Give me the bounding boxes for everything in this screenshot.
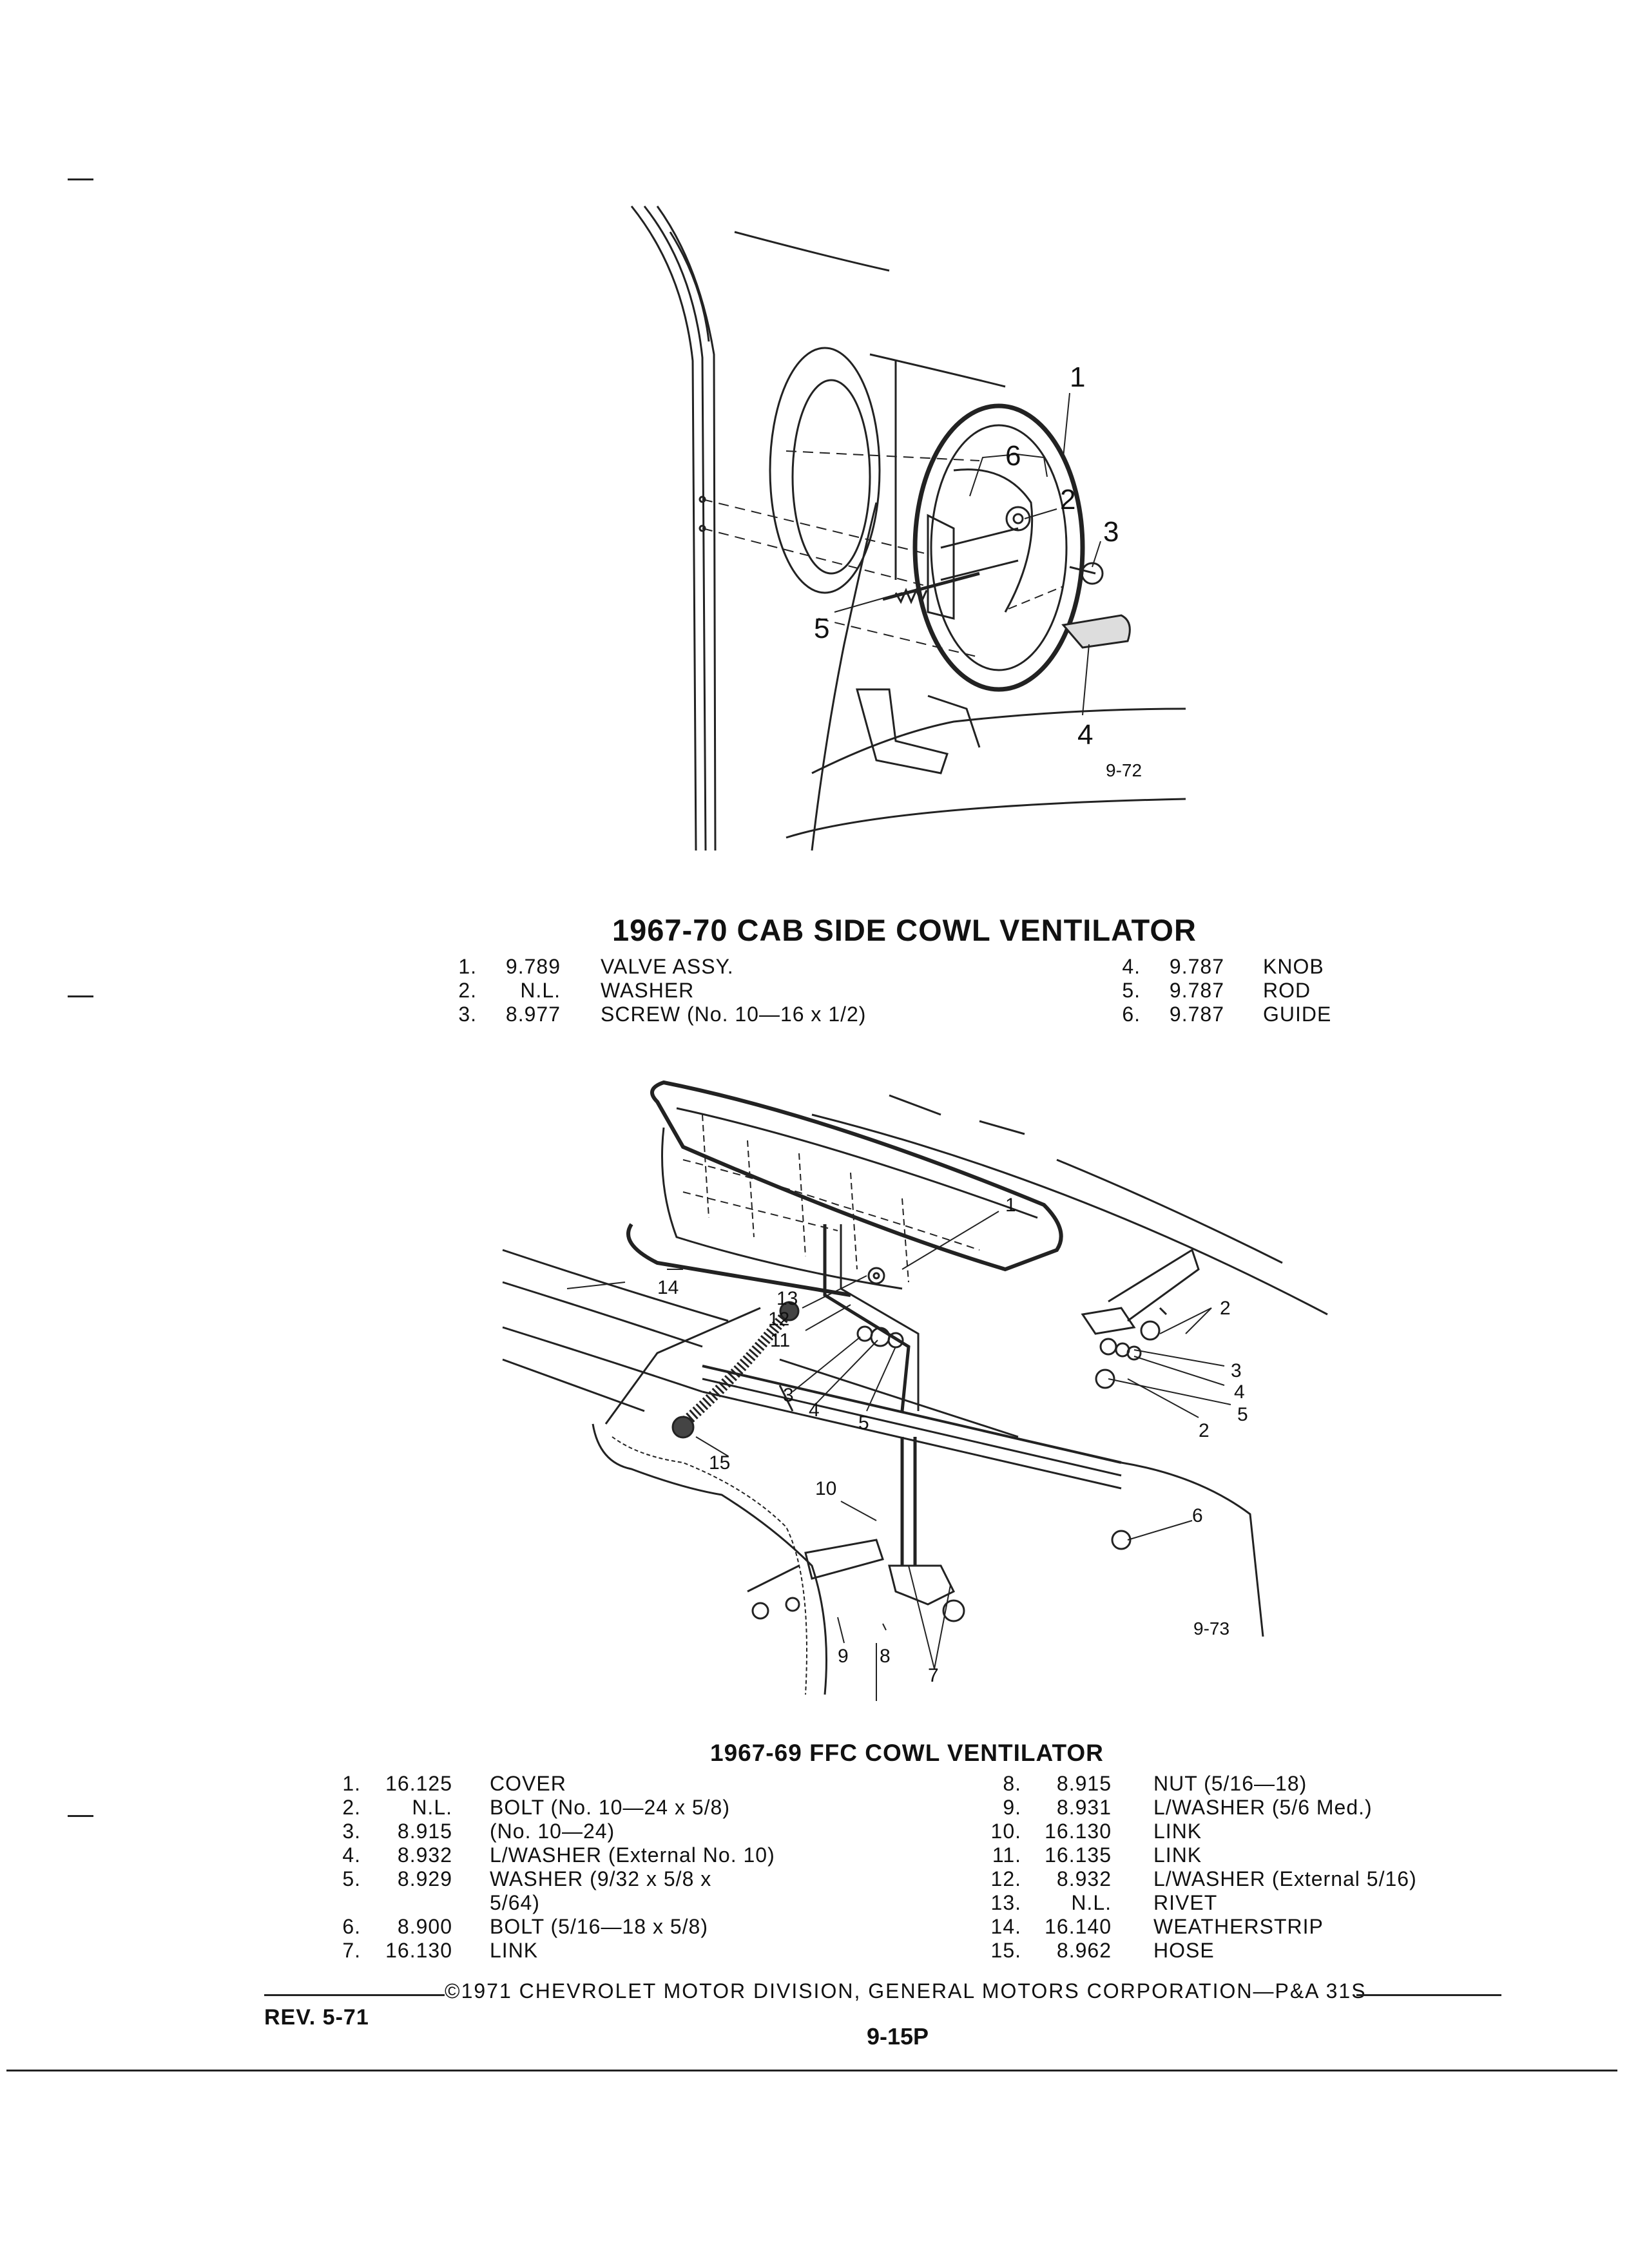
- part-row: 1. 9.789 VALVE ASSY.: [458, 955, 734, 978]
- callout-3: 3: [1103, 516, 1119, 548]
- part-row: 13. N.L. RIVET: [990, 1891, 1218, 1914]
- part-row: 2. N.L. WASHER: [458, 979, 695, 1002]
- part-row: 6. 8.900 BOLT (5/16—18 x 5/8): [342, 1915, 708, 1938]
- callout-2b: 2: [1199, 1420, 1210, 1441]
- figure-number-9-73: 9-73: [1193, 1619, 1230, 1639]
- cab-side-cowl-ventilator-diagram: 1 2 3 4 5 6: [619, 193, 1199, 870]
- part-row: 9. 8.931 L/WASHER (5/6 Med.): [1003, 1796, 1373, 1819]
- part-row: 10. 16.130 LINK: [990, 1820, 1202, 1843]
- callout-12: 12: [768, 1309, 789, 1330]
- callout-13: 13: [776, 1288, 798, 1309]
- callout-7: 7: [928, 1665, 939, 1686]
- callout-10: 10: [815, 1478, 836, 1499]
- section2-title: 1967-69 FFC COWL VENTILATOR: [710, 1740, 1104, 1766]
- part-row: 12. 8.932 L/WASHER (External 5/16): [990, 1867, 1417, 1890]
- part-row: 11. 16.135 LINK: [992, 1843, 1202, 1867]
- footer-rule-left: [264, 1994, 445, 1996]
- callout-11: 11: [770, 1330, 790, 1351]
- part-row: 5. 9.787 ROD: [1122, 979, 1311, 1002]
- part-row: 7. 16.130 LINK: [342, 1939, 539, 1962]
- callout-1: 1: [1070, 361, 1085, 393]
- callout-6: 6: [1192, 1505, 1203, 1526]
- callout-1: 1: [1005, 1195, 1016, 1216]
- section2-parts-left: 1. 16.125 COVER 2. N.L. BOLT (No. 10—24 …: [329, 1772, 775, 1963]
- callout-5b: 5: [858, 1412, 869, 1434]
- figure-number-9-72: 9-72: [1106, 760, 1142, 780]
- callout-2: 2: [1220, 1298, 1231, 1319]
- part-row: 4. 8.932 L/WASHER (External No. 10): [342, 1843, 775, 1867]
- section1-parts-right: 4. 9.787 KNOB 5. 9.787 ROD 6. 9.787 GUID…: [1108, 955, 1331, 1026]
- part-row: 3. 8.915 (No. 10—24): [342, 1820, 615, 1843]
- callout-5: 5: [814, 613, 829, 644]
- page-bottom-rule: [6, 2070, 1617, 2071]
- part-row: 8. 8.915 NUT (5/16—18): [1003, 1772, 1307, 1795]
- part-row: 4. 9.787 KNOB: [1122, 955, 1324, 978]
- callout-3b: 3: [783, 1385, 794, 1406]
- callout-4b: 4: [809, 1399, 820, 1421]
- revision-label: REV. 5-71: [264, 2005, 369, 2030]
- part-row: 3. 8.977 SCREW (No. 10—16 x 1/2): [458, 1003, 867, 1026]
- callout-4: 4: [1234, 1381, 1245, 1403]
- part-row: 6. 9.787 GUIDE: [1122, 1003, 1332, 1026]
- callout-8: 8: [880, 1646, 891, 1667]
- callout-2: 2: [1060, 484, 1075, 515]
- callout-9: 9: [838, 1646, 849, 1667]
- part-row: 5/64): [490, 1891, 540, 1914]
- footer-rule-right: [1356, 1994, 1501, 1996]
- part-row: 2. N.L. BOLT (No. 10—24 x 5/8): [342, 1796, 730, 1819]
- part-row: 14. 16.140 WEATHERSTRIP: [990, 1915, 1324, 1938]
- part-row: 5. 8.929 WASHER (9/32 x 5/8 x: [342, 1867, 712, 1890]
- callout-6: 6: [1005, 440, 1021, 472]
- margin-mark: [68, 1815, 93, 1817]
- section1-parts-left: 1. 9.789 VALVE ASSY. 2. N.L. WASHER 3. 8…: [445, 955, 866, 1026]
- section2-parts-right: 8. 8.915 NUT (5/16—18) 9. 8.931 L/WASHER…: [983, 1772, 1417, 1963]
- callout-15: 15: [709, 1452, 730, 1474]
- callout-14: 14: [657, 1277, 679, 1298]
- section1-title: 1967-70 CAB SIDE COWL VENTILATOR: [612, 913, 1197, 947]
- part-row: 15. 8.962 HOSE: [990, 1939, 1215, 1962]
- callout-5: 5: [1237, 1404, 1248, 1425]
- part-row: 1. 16.125 COVER: [342, 1772, 566, 1795]
- margin-mark: [68, 995, 93, 997]
- copyright-line: ©1971 CHEVROLET MOTOR DIVISION, GENERAL …: [445, 1979, 1367, 2003]
- callout-4: 4: [1077, 719, 1093, 751]
- ffc-cowl-ventilator-diagram: 1 2 3 4 5 2 6 7 8 9 10 11 12 13 14 15 3 …: [490, 1076, 1340, 1701]
- callout-3: 3: [1231, 1360, 1242, 1381]
- margin-mark: [68, 178, 93, 180]
- page-number: 9-15P: [867, 2023, 929, 2050]
